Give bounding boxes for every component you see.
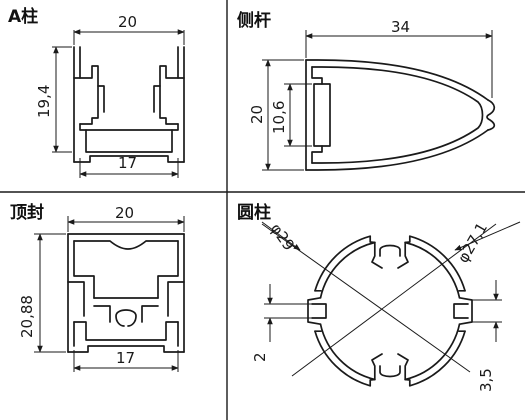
round-column-dim-gap: 2 (251, 284, 312, 362)
dim-label-height: 20 (248, 105, 266, 124)
top-seal-dim-width: 20 (67, 204, 185, 232)
side-pole-dim-width: 34 (305, 18, 493, 98)
dim-label-inner-diameter: φ29 (267, 220, 298, 254)
dim-label-width: 20 (118, 13, 137, 31)
dim-label-height: 20,88 (18, 295, 36, 338)
top-seal-dim-inner: 17 (73, 349, 179, 372)
dim-label-inner: 17 (116, 349, 135, 367)
dim-label-inner: 17 (118, 154, 137, 172)
side-pole-profile (305, 59, 496, 171)
dim-label-width: 20 (115, 204, 134, 222)
panel-round-column: 圆柱 φ2 (237, 202, 521, 392)
a-column-dim-width: 20 (73, 13, 185, 45)
a-column-profile (73, 46, 185, 163)
round-column-profile (307, 235, 473, 387)
dim-label-outer-diameter: φ27,1 (454, 220, 491, 266)
dim-label-width: 34 (391, 18, 410, 36)
dim-label-height: 19,4 (35, 85, 53, 118)
dim-label-inner: 10,6 (270, 101, 288, 134)
a-column-dim-inner: 17 (79, 154, 179, 178)
panel-title-top-seal: 顶封 (10, 202, 44, 223)
panel-title-round-column: 圆柱 (237, 202, 271, 223)
panel-title-side-pole: 侧杆 (237, 10, 271, 31)
dim-label-depth: 3,5 (477, 368, 495, 392)
dim-label-gap: 2 (251, 352, 269, 362)
round-column-dim-depth: 3,5 (472, 280, 502, 392)
panel-title-a-column: A柱 (8, 6, 38, 27)
round-column-dim-outer-diameter: φ27,1 (454, 220, 521, 266)
side-pole-dim-inner: 10,6 (270, 83, 312, 147)
top-seal-profile (67, 233, 185, 353)
side-pole-dim-height: 20 (248, 59, 304, 171)
a-column-dim-height: 19,4 (35, 46, 72, 153)
round-column-dim-inner-diameter: φ29 (261, 220, 301, 254)
panel-side-pole: 侧杆 34 20 10,6 (237, 10, 496, 171)
top-seal-dim-height: 20,88 (18, 233, 66, 353)
panel-a-column: A柱 20 19,4 17 (8, 6, 185, 178)
panel-top-seal: 顶封 20 20,88 (10, 202, 185, 372)
